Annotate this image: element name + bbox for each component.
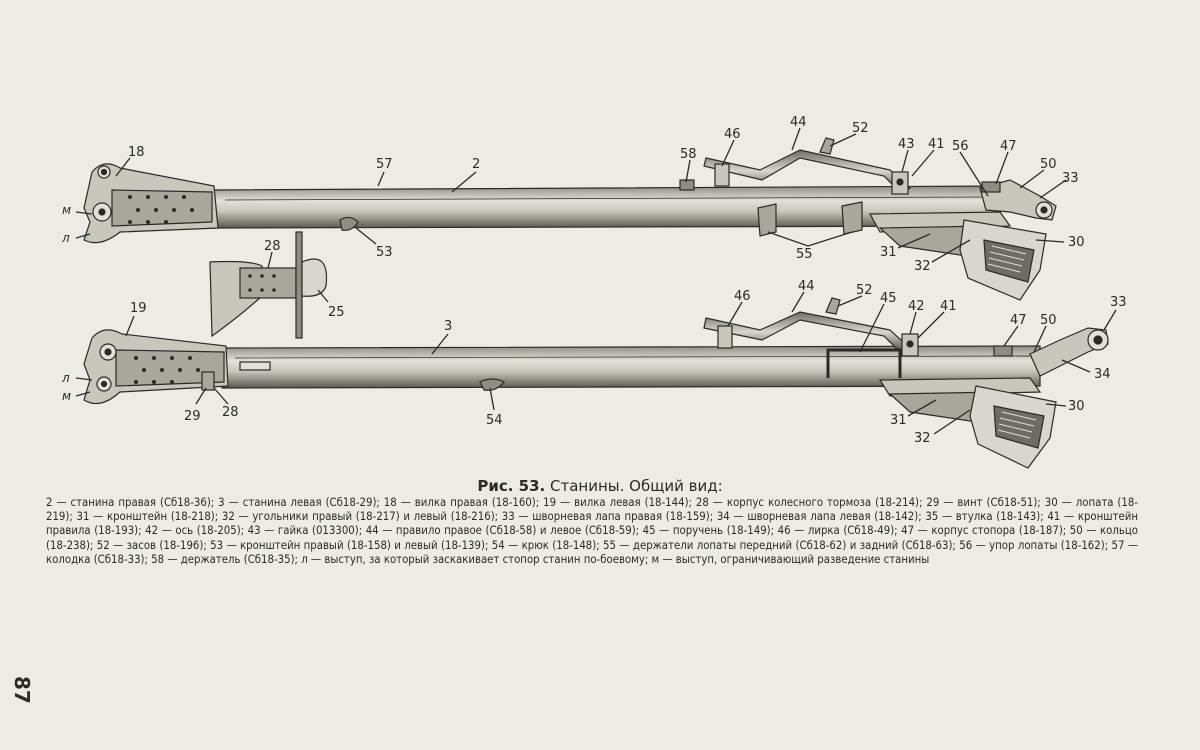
callout-52: 52: [852, 121, 869, 136]
callout-52-b: 52: [856, 283, 873, 298]
callout-2: 2: [472, 157, 480, 172]
callout-44-b: 44: [798, 279, 815, 294]
callout-l-b: л: [61, 371, 70, 385]
spade-ribs-left: [997, 411, 1037, 439]
callout-32: 32: [914, 259, 931, 274]
callout-56: 56: [952, 139, 969, 154]
right-trail: [83, 137, 1057, 301]
callout-30: 30: [1068, 235, 1085, 250]
callout-50: 50: [1040, 157, 1057, 172]
callout-34: 34: [1094, 367, 1111, 382]
callout-55: 55: [796, 247, 813, 262]
inset-callout-28: 28: [264, 239, 281, 254]
callout-31-b: 31: [890, 413, 907, 428]
callout-41: 41: [928, 137, 945, 152]
callout-44: 44: [790, 115, 807, 130]
callout-41-b: 41: [940, 299, 957, 314]
callout-33: 33: [1062, 171, 1079, 186]
callout-42: 42: [908, 299, 925, 314]
leaders-top: [75, 127, 1067, 263]
left-trail: [83, 297, 1109, 469]
trail-drawing: 18 57 2 58 46 44 52 43 41 56 47 50 33 30…: [61, 115, 1127, 469]
callout-47: 47: [1000, 139, 1017, 154]
callout-m-b: м: [62, 389, 71, 403]
callout-46: 46: [724, 127, 741, 142]
callout-l: л: [61, 231, 70, 245]
callout-33-b: 33: [1110, 295, 1127, 310]
callout-31: 31: [880, 245, 897, 260]
spade-ribs: [987, 245, 1027, 273]
inset-callout-25: 25: [328, 305, 345, 320]
callout-43: 43: [898, 137, 915, 152]
callout-57: 57: [376, 157, 393, 172]
callout-46-b: 46: [734, 289, 751, 304]
callout-53: 53: [376, 245, 393, 260]
figure-number: Рис. 53.: [477, 477, 546, 495]
callout-18: 18: [128, 145, 145, 160]
callout-47-b: 47: [1010, 313, 1027, 328]
callout-m: м: [62, 203, 71, 217]
figure-legend: 2 — станина правая (Сб18-36); 3 — станин…: [46, 496, 1138, 566]
page-number: 87: [10, 676, 34, 704]
callout-29: 29: [184, 409, 201, 424]
callouts-bottom: 19 3 46 44 52 45 42 41 47 50 33 34 30 31…: [61, 279, 1127, 446]
callout-32-b: 32: [914, 431, 931, 446]
leaders-inset: [267, 251, 329, 303]
callout-58: 58: [680, 147, 697, 162]
figure-caption-title: Рис. 53. Станины. Общий вид:: [0, 477, 1200, 495]
callouts-top: 18 57 2 58 46 44 52 43 41 56 47 50 33 30…: [61, 115, 1085, 274]
callout-28-b: 28: [222, 405, 239, 420]
callout-50-b: 50: [1040, 313, 1057, 328]
callout-54: 54: [486, 413, 503, 428]
technical-illustration: 18 57 2 58 46 44 52 43 41 56 47 50 33 30…: [61, 115, 1127, 469]
callout-45: 45: [880, 291, 897, 306]
fork-holes: [128, 195, 194, 224]
fork-holes-left: [134, 356, 200, 384]
leaders-bottom: [75, 291, 1117, 435]
figure-title: Станины. Общий вид:: [550, 477, 723, 495]
callout-19: 19: [130, 301, 147, 316]
callout-3: 3: [444, 319, 452, 334]
callout-30-b: 30: [1068, 399, 1085, 414]
